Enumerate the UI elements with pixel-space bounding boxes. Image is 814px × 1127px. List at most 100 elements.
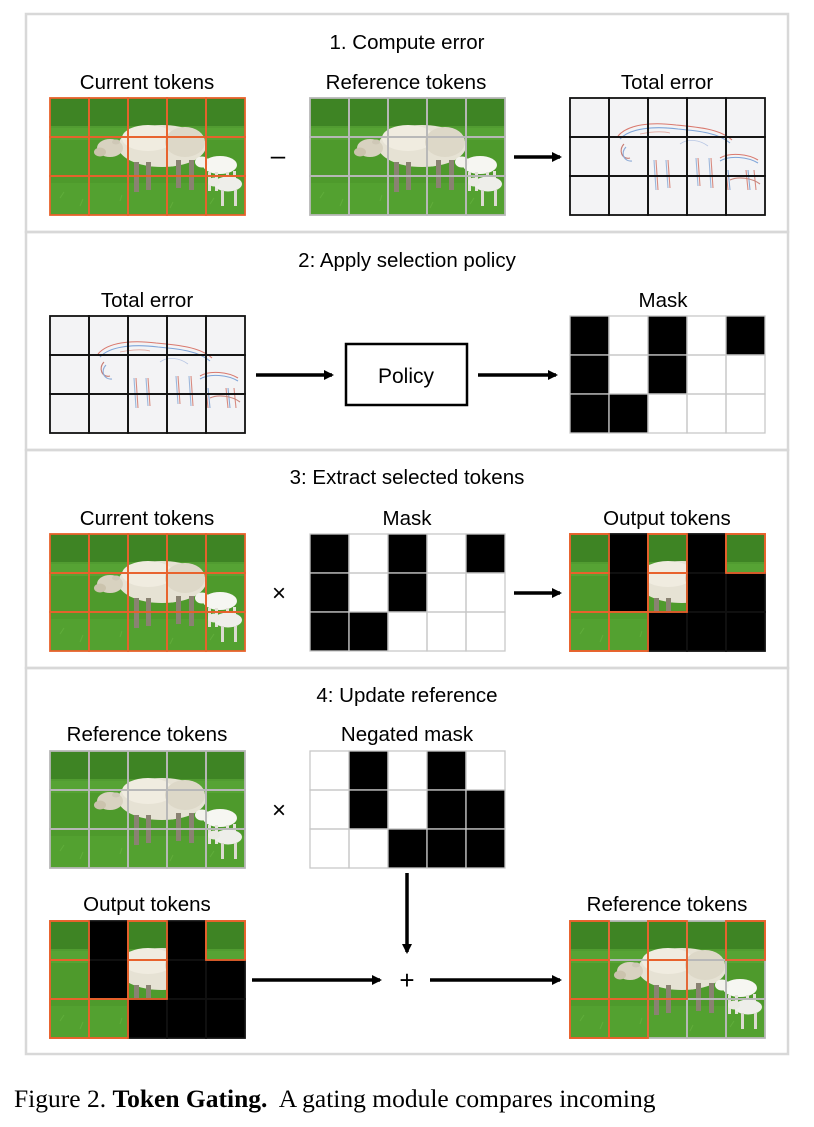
output-tokens-grid-4-cell-1-1 <box>88 959 129 1000</box>
output-tokens-grid-selected-1-2 <box>647 572 688 613</box>
negated-mask-grid-cell-1-1 <box>348 789 389 830</box>
reference-tokens-new-grid-selected-1-2 <box>647 959 688 1000</box>
output-tokens-grid-4-cell-2-3 <box>166 998 207 1039</box>
minus-operator: – <box>271 140 286 170</box>
output-tokens-grid-4-cell-0-3 <box>166 920 207 961</box>
output-tokens-grid-4-selected-0-4 <box>205 920 246 961</box>
panel-3: 3: Extract selected tokens Current token… <box>49 466 766 652</box>
output-tokens-label: Output tokens <box>603 507 731 530</box>
negated-mask-grid-cell-1-4 <box>465 789 506 830</box>
mask-label-3: Mask <box>383 507 433 530</box>
reference-tokens-new-grid <box>569 920 766 1039</box>
reference-tokens-grid-image <box>310 98 505 215</box>
reference-tokens-grid-4-image <box>50 751 245 868</box>
current-tokens-grid <box>49 97 246 216</box>
current-tokens-label-3: Current tokens <box>80 507 214 530</box>
current-tokens-grid-cell-2-4 <box>205 175 246 216</box>
caption-prefix: Figure 2. <box>14 1084 107 1113</box>
panel-3-title: 3: Extract selected tokens <box>290 466 525 489</box>
mask-grid <box>569 315 766 434</box>
mask-grid-cell-2-0 <box>569 393 610 434</box>
reference-tokens-grid-4 <box>49 750 246 869</box>
output-tokens-grid-4-cell-0-1 <box>88 920 129 961</box>
reference-tokens-new-label: Reference tokens <box>587 893 748 916</box>
output-tokens-grid-cell-2-2 <box>647 611 688 652</box>
figure-caption: Figure 2. Token Gating. A gating module … <box>14 1084 804 1114</box>
mask-grid-3 <box>309 533 506 652</box>
add-operator: + <box>399 965 414 995</box>
reference-tokens-grid-4-cell-2-4 <box>205 828 246 869</box>
total-error-grid <box>569 97 766 216</box>
reference-tokens-new-grid-selected-2-1 <box>608 998 649 1039</box>
output-tokens-grid-cell-0-3 <box>686 533 727 574</box>
total-error-grid-2-image <box>50 316 245 433</box>
negated-mask-grid-cell-1-3 <box>426 789 467 830</box>
current-tokens-grid-image <box>50 98 245 215</box>
reference-tokens-label-4: Reference tokens <box>67 723 228 746</box>
current-tokens-label: Current tokens <box>80 71 214 94</box>
mask-grid-cell-0-2 <box>647 315 688 356</box>
mask-grid-3-cell-1-0 <box>309 572 350 613</box>
mask-grid-cell-1-0 <box>569 354 610 395</box>
mask-label: Mask <box>639 289 689 312</box>
negated-mask-label: Negated mask <box>341 723 474 746</box>
output-tokens-grid-4-selected-1-2 <box>127 959 168 1000</box>
mask-grid-3-cell-2-0 <box>309 611 350 652</box>
reference-tokens-grid-cell-2-4 <box>465 175 506 216</box>
negated-mask-grid-cell-0-3 <box>426 750 467 791</box>
reference-tokens-new-grid-image <box>570 921 765 1038</box>
output-tokens-grid <box>569 533 766 652</box>
mask-grid-cell-0-4 <box>725 315 766 356</box>
caption-bold: Token Gating. <box>112 1084 268 1113</box>
current-tokens-grid-3-cell-2-4 <box>205 611 246 652</box>
reference-tokens-grid <box>309 97 506 216</box>
negated-mask-grid-cell-2-3 <box>426 828 467 869</box>
output-tokens-grid-cell-1-1 <box>608 572 649 613</box>
output-tokens-grid-cell-2-4 <box>725 611 766 652</box>
total-error-label-2: Total error <box>101 289 193 312</box>
total-error-grid-2-cell-2-4 <box>205 393 246 434</box>
output-tokens-grid-4-cell-2-2 <box>127 998 168 1039</box>
negated-mask-grid-cell-0-1 <box>348 750 389 791</box>
multiply-operator: × <box>272 580 286 607</box>
panel-1-title: 1. Compute error <box>330 31 485 54</box>
current-tokens-grid-3-image <box>50 534 245 651</box>
output-tokens-grid-cell-0-1 <box>608 533 649 574</box>
current-tokens-grid-3 <box>49 533 246 652</box>
output-tokens-grid-4-cell-2-4 <box>205 998 246 1039</box>
mask-grid-cell-1-2 <box>647 354 688 395</box>
negated-mask-grid <box>309 750 506 869</box>
policy-box <box>344 342 469 407</box>
output-tokens-grid-4-cell-1-4 <box>205 959 246 1000</box>
total-error-grid-image <box>570 98 765 215</box>
panel-4-frame <box>24 666 790 1056</box>
reference-tokens-new-grid-cell-2-4 <box>725 998 766 1039</box>
mask-grid-3-cell-0-4 <box>465 533 506 574</box>
mask-grid-3-cell-0-0 <box>309 533 350 574</box>
negated-mask-grid-cell-2-4 <box>465 828 506 869</box>
mask-grid-cell-0-0 <box>569 315 610 356</box>
mask-grid-3-cell-0-2 <box>387 533 428 574</box>
output-tokens-grid-4 <box>49 920 246 1039</box>
mask-grid-3-cell-1-2 <box>387 572 428 613</box>
panel-4: 4: Update reference Reference tokens Neg… <box>49 684 766 1039</box>
panel-2: 2: Apply selection policy Total error Ma… <box>49 249 766 434</box>
reference-tokens-new-grid-selected-0-4 <box>725 920 766 961</box>
panel-frames <box>24 12 790 1056</box>
output-tokens-label-4: Output tokens <box>83 893 211 916</box>
mask-grid-3-cell-2-1 <box>348 611 389 652</box>
output-tokens-grid-selected-0-4 <box>725 533 766 574</box>
mask-grid-cell-2-4 <box>725 393 766 434</box>
output-tokens-grid-cell-1-3 <box>686 572 727 613</box>
mask-grid-cell-2-1 <box>608 393 649 434</box>
output-tokens-grid-cell-1-4 <box>725 572 766 613</box>
output-tokens-grid-4-selected-2-1 <box>88 998 129 1039</box>
caption-text: A gating module compares incoming <box>278 1084 656 1113</box>
total-error-grid-2 <box>49 315 246 434</box>
output-tokens-grid-selected-2-1 <box>608 611 649 652</box>
mask-grid-3-cell-2-4 <box>465 611 506 652</box>
output-tokens-grid-cell-2-3 <box>686 611 727 652</box>
total-error-label: Total error <box>621 71 713 94</box>
policy-label: Policy <box>378 365 435 388</box>
output-tokens-grid-4-cell-1-3 <box>166 959 207 1000</box>
